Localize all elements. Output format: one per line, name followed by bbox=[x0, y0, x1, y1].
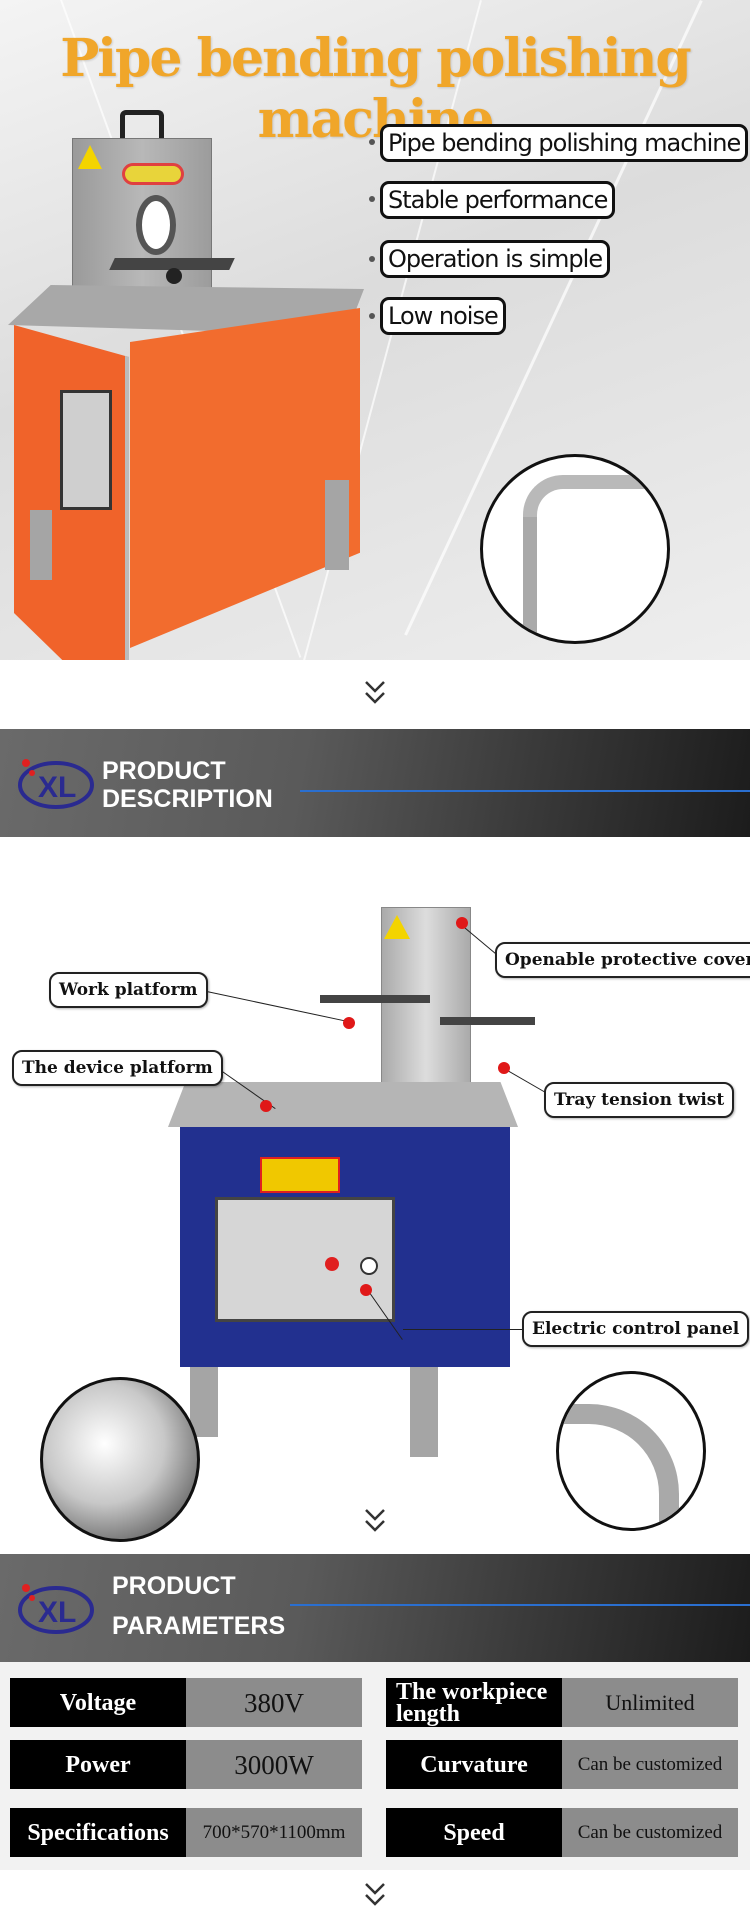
feature-pill: Low noise bbox=[380, 297, 506, 335]
param-key: Curvature bbox=[386, 1740, 562, 1789]
callout-protective-cover: Openable protective cover bbox=[495, 942, 750, 978]
param-value: Can be customized bbox=[562, 1808, 738, 1857]
curved-pipe-image bbox=[556, 1371, 706, 1531]
divider-line bbox=[290, 1604, 750, 1606]
elbow-fittings-image bbox=[40, 1377, 200, 1542]
parameters-table: Voltage 380V The workpiece length Unlimi… bbox=[0, 1662, 750, 1870]
banner-line2: PARAMETERS bbox=[112, 1612, 286, 1640]
bullet-icon bbox=[369, 139, 375, 145]
param-key: The workpiece length bbox=[386, 1678, 562, 1727]
param-value: 380V bbox=[186, 1678, 362, 1727]
company-logo-icon: XL bbox=[18, 759, 94, 809]
chevron-down-icon bbox=[365, 1509, 385, 1532]
param-key: Specifications bbox=[10, 1808, 186, 1857]
divider-line bbox=[300, 790, 750, 792]
chevron-down-icon bbox=[365, 681, 385, 704]
param-value: 700*570*1100mm bbox=[186, 1808, 362, 1857]
bullet-icon bbox=[369, 196, 375, 202]
feature-pill: Pipe bending polishing machine bbox=[380, 124, 749, 162]
marker-dot bbox=[360, 1284, 372, 1296]
marker-dot bbox=[498, 1062, 510, 1074]
callout-work-platform: Work platform bbox=[49, 972, 208, 1008]
callout-control-panel: Electric control panel bbox=[522, 1311, 750, 1347]
machine-diagram bbox=[0, 837, 750, 1542]
marker-dot bbox=[456, 917, 468, 929]
company-logo-icon: XL bbox=[18, 1584, 94, 1634]
bullet-icon bbox=[369, 313, 375, 319]
callout-tray-tension: Tray tension twist bbox=[544, 1082, 735, 1118]
bent-pipe-image bbox=[480, 454, 670, 644]
svg-text:XL: XL bbox=[38, 771, 76, 804]
param-key: Power bbox=[10, 1740, 186, 1789]
hero-title: Pipe bending polishing machine bbox=[60, 28, 692, 150]
param-key: Speed bbox=[386, 1808, 562, 1857]
param-value: Can be customized bbox=[562, 1740, 738, 1789]
svg-text:XL: XL bbox=[38, 1596, 76, 1629]
hero-section: Pipe bending polishing machine Pipe bend… bbox=[0, 0, 750, 660]
chevron-down-icon bbox=[365, 1883, 385, 1906]
feature-pill: Stable performance bbox=[380, 181, 616, 219]
banner-line2: DESCRIPTION bbox=[102, 785, 273, 813]
marker-dot bbox=[260, 1100, 272, 1112]
product-parameters-banner: XL PRODUCT PARAMETERS bbox=[0, 1554, 750, 1662]
bullet-icon bbox=[369, 256, 375, 262]
feature-pill: Operation is simple bbox=[380, 240, 611, 278]
callout-device-platform: The device platform bbox=[12, 1050, 223, 1086]
marker-dot bbox=[343, 1017, 355, 1029]
param-value: 3000W bbox=[186, 1740, 362, 1789]
machine-image bbox=[0, 110, 370, 660]
param-value: Unlimited bbox=[562, 1678, 738, 1727]
param-key: Voltage bbox=[10, 1678, 186, 1727]
banner-line1: PRODUCT bbox=[112, 1572, 236, 1600]
banner-line1: PRODUCT bbox=[102, 757, 226, 785]
product-description-banner: XL PRODUCT DESCRIPTION bbox=[0, 729, 750, 837]
